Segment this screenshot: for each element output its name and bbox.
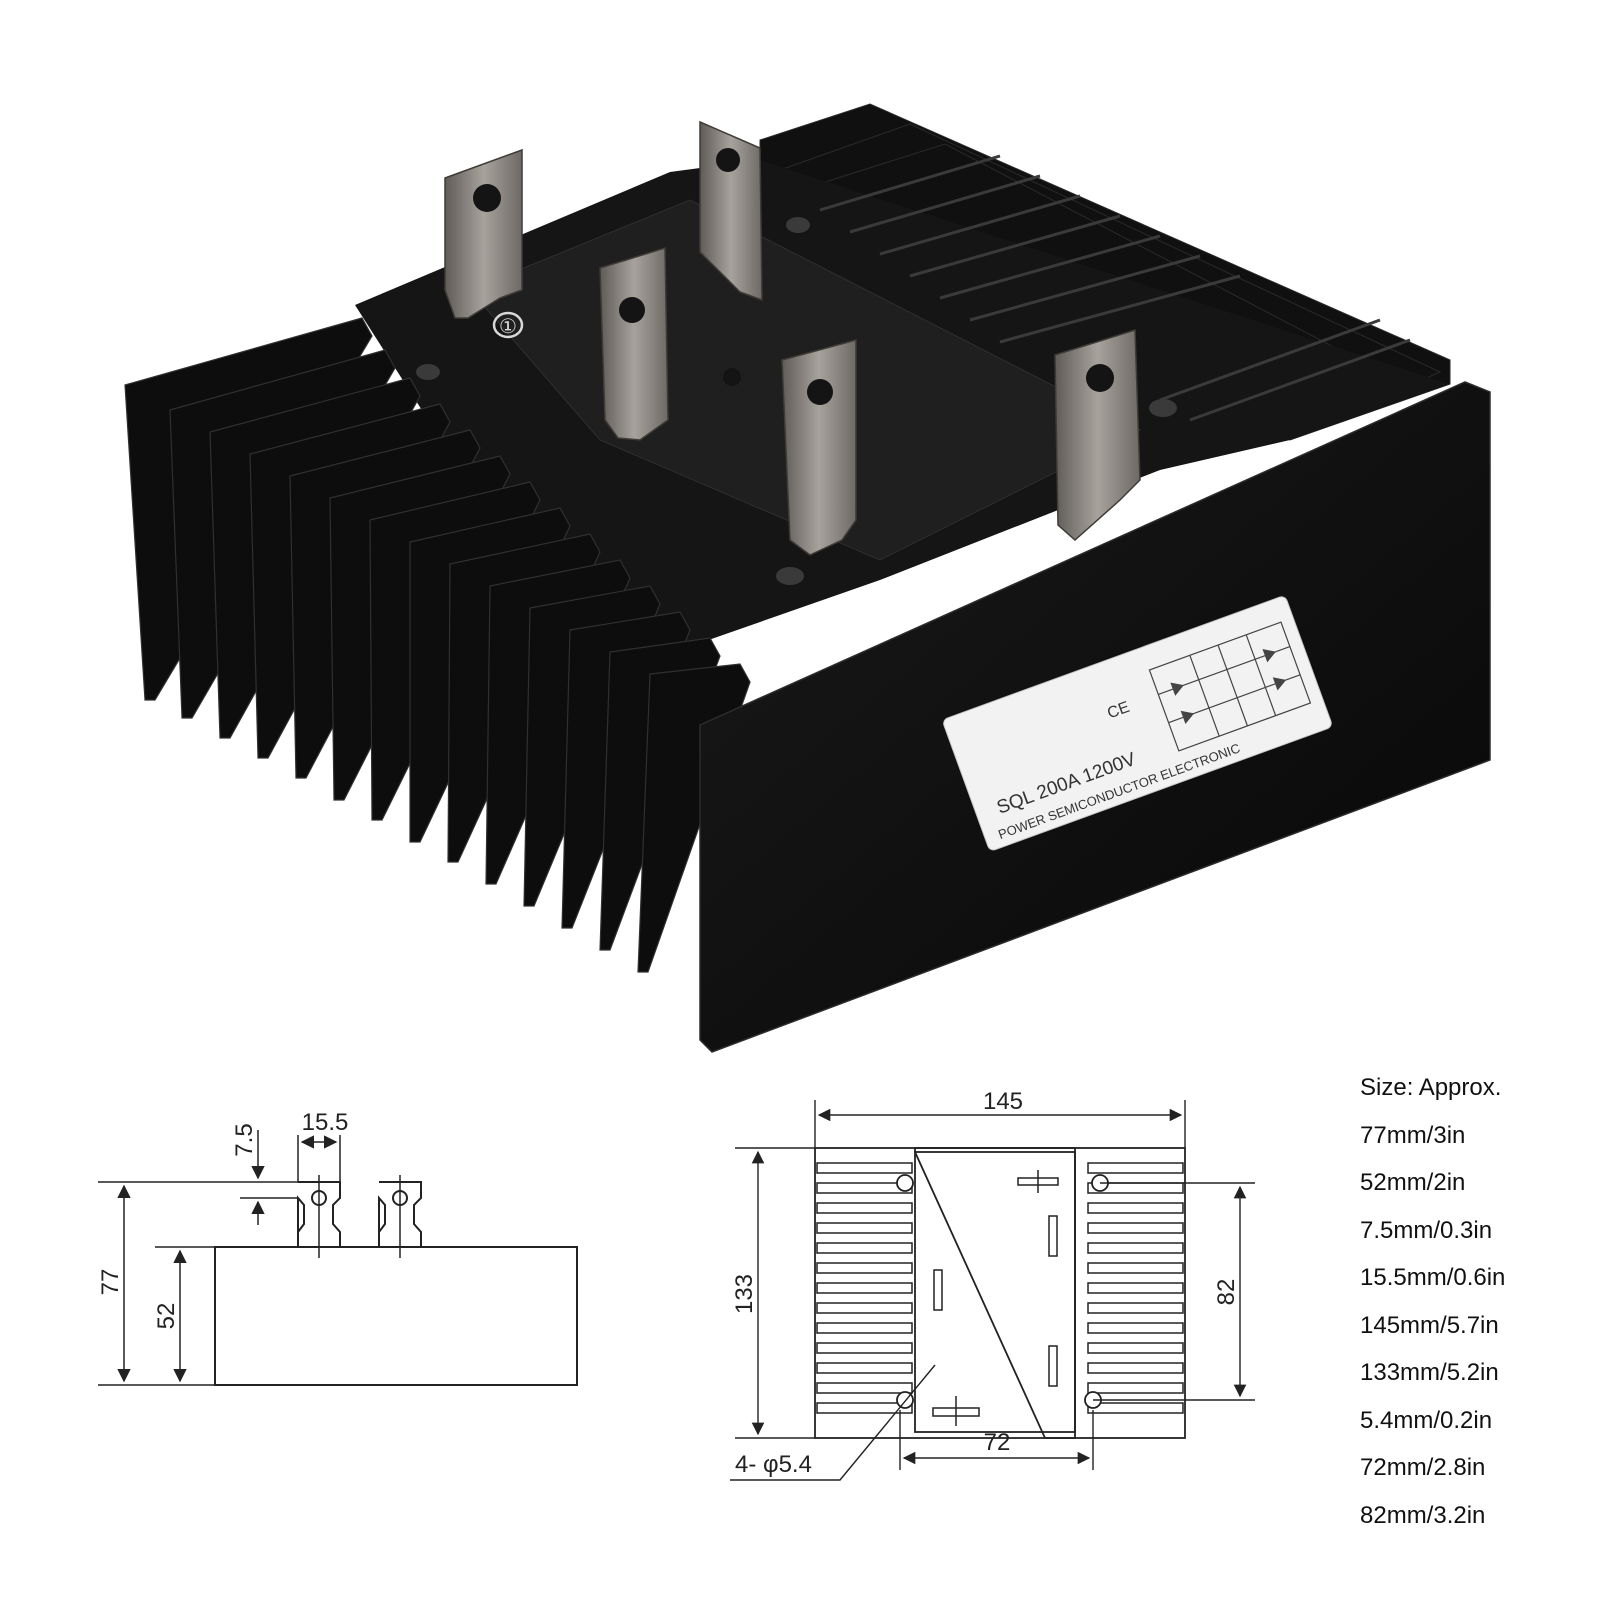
dim-label-15-5: 15.5 <box>302 1109 349 1136</box>
top-view-labels: 145 133 82 72 4- φ5.4 <box>731 1088 1240 1478</box>
dim-label-72: 72 <box>984 1429 1011 1456</box>
size-spec-line: 15.5mm/0.6in <box>1360 1264 1506 1291</box>
terminal-holes <box>473 148 1114 405</box>
top-view-drawing <box>730 1100 1255 1481</box>
terminal-1-mark: ① <box>499 314 517 338</box>
left-fins <box>124 317 751 973</box>
dim-label-52: 52 <box>153 1303 180 1330</box>
heatsink-module-photo: ① CE SQL 200A 1200V POWER SEMICONDUCTOR … <box>124 103 1491 1053</box>
size-spec-line: 77mm/3in <box>1360 1121 1466 1149</box>
top-center-frame <box>914 1147 1076 1439</box>
size-spec-line: 7.5mm/0.3in <box>1360 1216 1493 1244</box>
size-spec-line: 5.4mm/0.2in <box>1360 1406 1493 1434</box>
size-spec-line: 82mm/3.2in <box>1360 1501 1486 1529</box>
size-spec-title: Size: Approx. <box>1360 1074 1502 1101</box>
top-left-fins <box>816 1162 913 1414</box>
side-terminals <box>297 1175 422 1258</box>
ce-mark: CE <box>1105 699 1132 723</box>
size-spec-line: 133mm/5.2in <box>1360 1359 1499 1386</box>
mounting-holes <box>416 217 1177 585</box>
side-view-labels: 77 52 15.5 7.5 <box>97 1109 348 1329</box>
top-fin-grooves <box>819 154 1411 422</box>
dim-label-82: 82 <box>1213 1279 1240 1306</box>
hole-callout-leader <box>730 1364 936 1481</box>
label-background <box>943 596 1332 851</box>
dim-label-133: 133 <box>731 1274 758 1314</box>
dim-label-77: 77 <box>97 1269 124 1296</box>
size-spec-line: 145mm/5.7in <box>1360 1311 1499 1339</box>
terminal-1-mark-ring <box>492 311 524 339</box>
size-spec-line: 72mm/2.8in <box>1360 1454 1486 1481</box>
size-spec-line: 52mm/2in <box>1360 1169 1466 1196</box>
dim-label-145: 145 <box>983 1088 1023 1115</box>
dim-label-7-5: 7.5 <box>231 1123 258 1156</box>
top-right-fins <box>1087 1162 1184 1414</box>
hole-callout-label: 4- φ5.4 <box>735 1451 812 1478</box>
size-spec-list: Size: Approx. 77mm/3in 52mm/2in 7.5mm/0.… <box>1360 1064 1590 1539</box>
side-view-drawing <box>98 1130 578 1386</box>
side-body-outline <box>214 1246 578 1386</box>
rectifier-schematic-icon <box>1148 621 1312 752</box>
terminals <box>444 120 1141 556</box>
top-terminal-symbols <box>932 1170 1059 1426</box>
